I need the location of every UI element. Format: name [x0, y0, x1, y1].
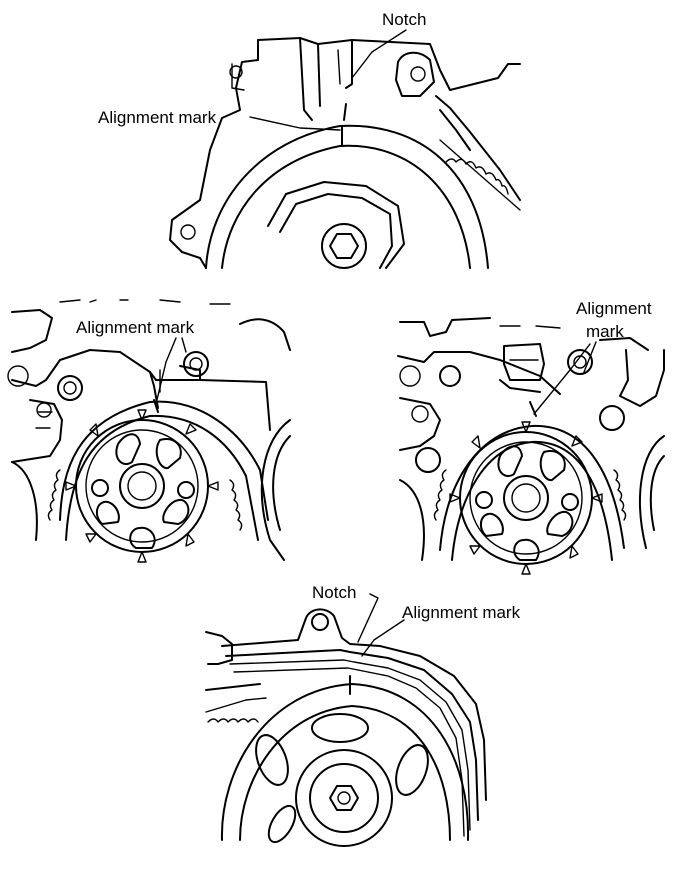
right-alignment-mark-label-line2: mark [586, 322, 624, 341]
right-alignment-mark-label-line1: Alignment [576, 299, 652, 318]
top-alignment-mark-label: Alignment mark [98, 108, 217, 127]
top-notch-label: Notch [382, 10, 426, 29]
cam-sprocket [65, 409, 219, 563]
panel-right-crank-sprocket [397, 317, 665, 575]
panel-bottom-crank-pulley [205, 593, 487, 847]
panel-top-crank-pulley [169, 29, 521, 269]
left-alignment-mark-label: Alignment mark [76, 318, 195, 337]
bottom-notch-label: Notch [312, 583, 356, 602]
crank-sprocket [449, 421, 603, 575]
bottom-alignment-mark-label: Alignment mark [402, 603, 521, 622]
panel-left-cam-sprocket [7, 299, 291, 563]
